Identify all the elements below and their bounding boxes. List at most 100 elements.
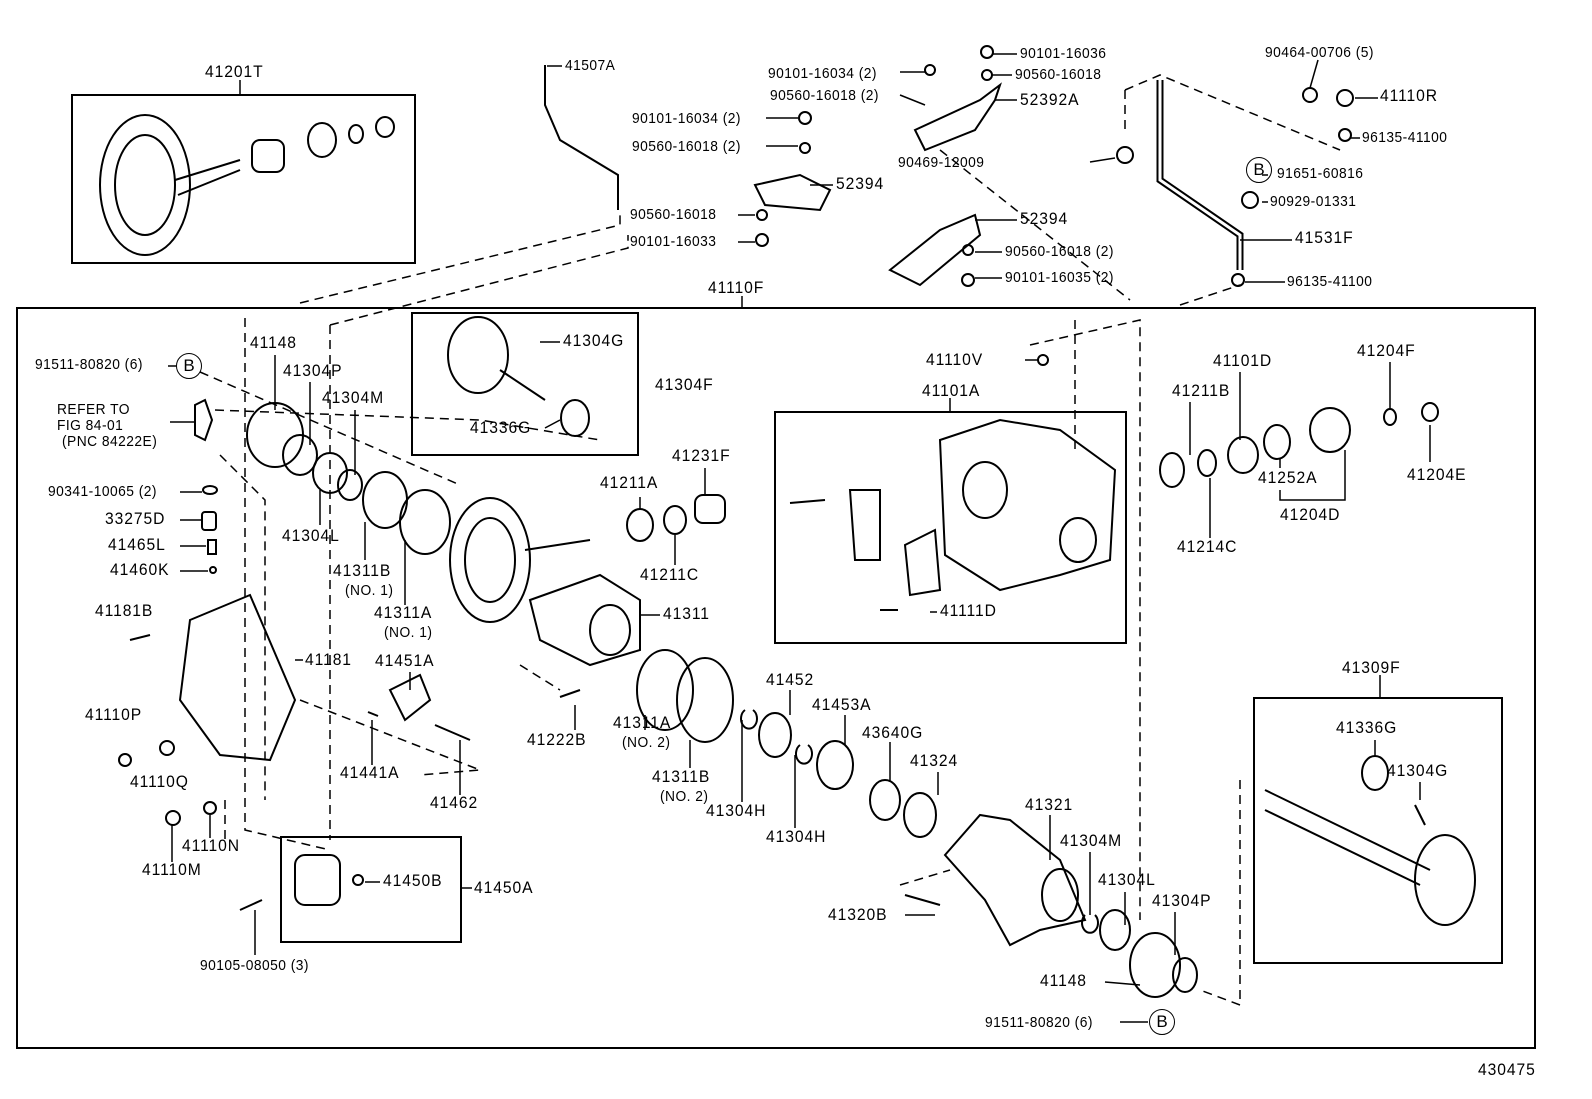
label: (NO. 2) — [660, 788, 709, 805]
group-box-41304F — [411, 312, 639, 456]
main-assembly-box — [16, 307, 1536, 1049]
label: 41304P — [1152, 891, 1212, 910]
label: 41211C — [640, 565, 700, 584]
label-41101A: 41101A — [922, 381, 981, 400]
label: (NO. 2) — [622, 734, 671, 751]
label: 43640G — [862, 723, 924, 742]
label: 41441A — [340, 763, 400, 782]
label: 90560-16018 — [630, 206, 717, 223]
label: 41110V — [926, 350, 984, 369]
label: 41110M — [142, 860, 202, 879]
label: 41336G — [470, 418, 532, 437]
label: 41311B — [333, 561, 392, 580]
label: 52392A — [1020, 90, 1080, 109]
label: 90101-16033 — [630, 233, 717, 250]
label: 41304H — [766, 827, 827, 846]
refer-note-line-2: FIG 84-01 — [57, 417, 124, 434]
label: 41204E — [1407, 465, 1467, 484]
label: 90101-16034 (2) — [768, 65, 877, 82]
label: 41110N — [182, 836, 240, 855]
label-41201T: 41201T — [205, 62, 264, 81]
refer-note-line-3: (PNC 84222E) — [62, 433, 158, 450]
callout-b-circle: B — [176, 353, 202, 379]
label: 52394 — [836, 174, 885, 193]
label: 90560-16018 (2) — [770, 87, 879, 104]
label: 90469-12009 — [898, 154, 985, 171]
label: 41204D — [1280, 505, 1341, 524]
label: 41304L — [282, 526, 340, 545]
label: 41453A — [812, 695, 872, 714]
label: 90560-16018 — [1015, 66, 1102, 83]
callout-b-circle: B — [1246, 157, 1272, 183]
label: 41324 — [910, 751, 959, 770]
group-box-41309F — [1253, 697, 1503, 964]
label: 41222B — [527, 730, 587, 749]
label: 41304P — [283, 361, 343, 380]
label: 90560-16018 (2) — [632, 138, 741, 155]
label: 41465L — [108, 535, 166, 554]
label: 41110Q — [130, 772, 189, 791]
label-41309F: 41309F — [1342, 658, 1401, 677]
label: 41181B — [95, 601, 154, 620]
label: 41252A — [1258, 468, 1318, 487]
label: 41304M — [322, 388, 385, 407]
label: 41304G — [563, 331, 625, 350]
label: 90101-16034 (2) — [632, 110, 741, 127]
label: 41507A — [565, 57, 616, 74]
label: 41110R — [1380, 86, 1438, 105]
label: (NO. 1) — [345, 582, 394, 599]
label: 33275D — [105, 509, 166, 528]
label: 41321 — [1025, 795, 1074, 814]
callout-b-circle: B — [1149, 1009, 1175, 1035]
label: 41181 — [305, 650, 352, 669]
label: 41460K — [110, 560, 170, 579]
label: 41304M — [1060, 831, 1123, 850]
label: 41304H — [706, 801, 767, 820]
label: 41148 — [1040, 971, 1087, 990]
label: 41111D — [940, 601, 997, 620]
refer-note-line-1: REFER TO — [57, 401, 130, 418]
label: 41311B — [652, 767, 711, 786]
label: 91511-80820 (6) — [985, 1014, 1093, 1031]
label: 90101-16036 — [1020, 45, 1107, 62]
label: 41214C — [1177, 537, 1238, 556]
label: 90105-08050 (3) — [200, 957, 309, 974]
label: 41211A — [600, 473, 659, 492]
label: 41451A — [375, 651, 435, 670]
label: 41311 — [663, 604, 710, 623]
label: 90929-01331 — [1270, 193, 1357, 210]
label: 96135-41100 — [1287, 273, 1373, 290]
label-41304F: 41304F — [655, 375, 714, 394]
label: 41211B — [1172, 381, 1231, 400]
label: 41304G — [1387, 761, 1449, 780]
label: 96135-41100 — [1362, 129, 1448, 146]
label: 52394 — [1020, 209, 1069, 228]
label: (NO. 1) — [384, 624, 433, 641]
label: 90464-00706 (5) — [1265, 44, 1374, 61]
label: 41148 — [250, 333, 297, 352]
label: 91511-80820 (6) — [35, 356, 143, 373]
label: 41450B — [383, 871, 443, 890]
label: 41320B — [828, 905, 888, 924]
label: 41452 — [766, 670, 815, 689]
label: 41101D — [1213, 351, 1273, 370]
label-41110F: 41110F — [708, 278, 765, 297]
group-box-41450A — [280, 836, 462, 943]
label: 41336G — [1336, 718, 1398, 737]
label: 41311A — [613, 713, 672, 732]
label: 90560-16018 (2) — [1005, 243, 1114, 260]
label: 91651-60816 — [1277, 165, 1364, 182]
label: 41311A — [374, 603, 433, 622]
label: 41204F — [1357, 341, 1416, 360]
label-41450A: 41450A — [474, 878, 534, 897]
label: 41462 — [430, 793, 479, 812]
label: 90101-16035 (2) — [1005, 269, 1114, 286]
figure-number: 430475 — [1478, 1060, 1536, 1079]
label: 90341-10065 (2) — [48, 483, 157, 500]
label: 41110P — [85, 705, 143, 724]
group-box-41201T — [71, 94, 416, 264]
label: 41531F — [1295, 228, 1354, 247]
label: 41304L — [1098, 870, 1156, 889]
